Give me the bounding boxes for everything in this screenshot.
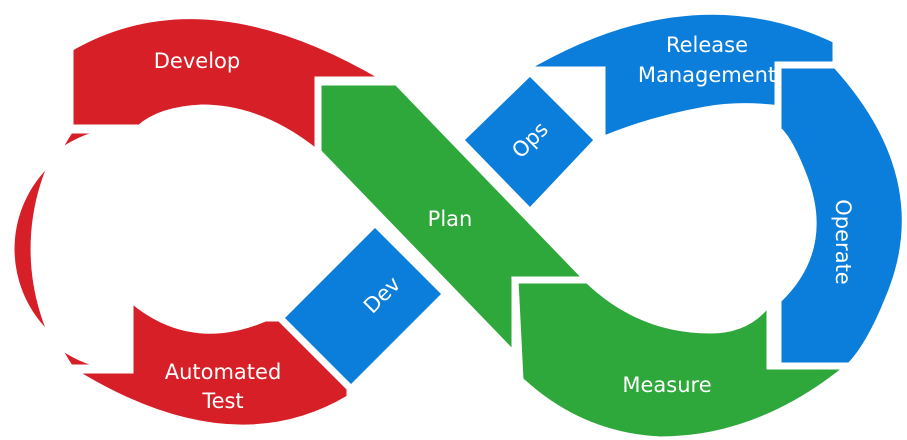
automated-test-label-line2: Test bbox=[201, 389, 243, 413]
build-segment bbox=[7, 126, 131, 372]
operate-segment bbox=[774, 61, 907, 370]
automated-test-label-line1: Automated bbox=[165, 360, 282, 384]
operate-label: Operate bbox=[831, 199, 855, 284]
plan-label: Plan bbox=[428, 207, 473, 231]
build-label: Build bbox=[43, 214, 67, 267]
dev-segment bbox=[275, 218, 451, 394]
release-management-label-line1: Release bbox=[666, 33, 748, 57]
ops-segment bbox=[455, 67, 603, 218]
measure-label: Measure bbox=[622, 373, 711, 397]
release-management-label-line2: Management bbox=[638, 63, 776, 87]
automated-test-segment bbox=[57, 290, 354, 432]
develop-label: Develop bbox=[154, 49, 240, 73]
measure-segment bbox=[511, 276, 860, 440]
